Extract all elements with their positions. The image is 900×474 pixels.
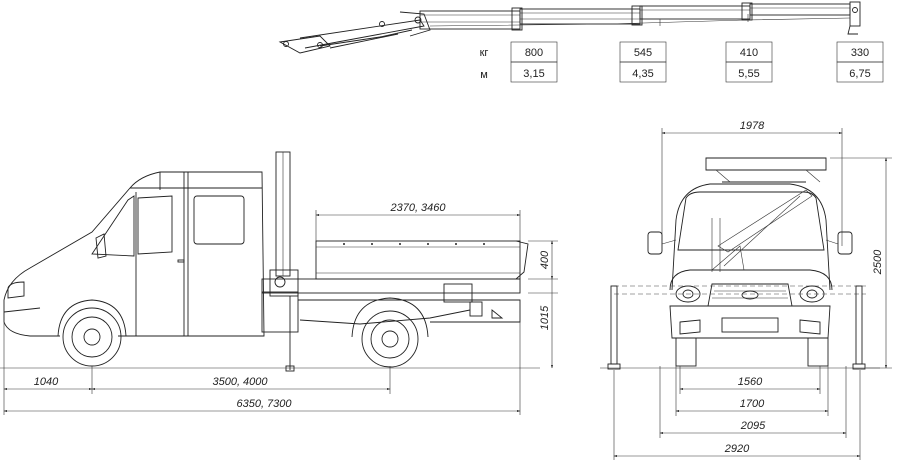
reach-unit-label: м: [480, 69, 488, 81]
table-reach-1: 3,15: [523, 68, 544, 80]
dim-body-length: 2370, 3460: [389, 202, 446, 214]
table-reach-2: 4,35: [632, 68, 653, 80]
table-load-4: 330: [851, 47, 869, 59]
crane-boom-drawing: [278, 1, 861, 54]
truck-front-view: [600, 157, 880, 370]
dim-body-height: 400: [539, 250, 551, 269]
load-chart-table: кг м 800 3,15 545 4,35 410 5,55 330 6,75: [480, 41, 884, 83]
dim-overall-width: 1978: [740, 120, 765, 132]
dim-rear-track: 1700: [740, 398, 765, 410]
dim-outrigger-span: 2920: [724, 443, 750, 455]
dim-front-track: 1560: [738, 376, 763, 388]
dim-front-overhang: 1040: [34, 376, 59, 388]
front-view-dimensions: 1978 2500 1560 1700 2095 2920: [613, 120, 892, 460]
table-reach-4: 6,75: [849, 68, 870, 80]
load-unit-label: кг: [480, 47, 489, 59]
table-reach-3: 5,55: [738, 68, 759, 80]
dim-overall-height: 2500: [872, 249, 884, 275]
table-load-2: 545: [634, 47, 652, 59]
side-view-dimensions: 2370, 3460 400 1015 1040 3500, 4000 6350…: [3, 202, 558, 415]
truck-side-view: [0, 151, 540, 372]
dim-overall-length: 6350, 7300: [236, 398, 292, 410]
dim-platform-height: 1015: [539, 305, 551, 330]
dim-wheelbase: 3500, 4000: [212, 376, 268, 388]
table-load-1: 800: [525, 47, 543, 59]
dim-mirror-width: 2095: [740, 420, 766, 432]
table-load-3: 410: [740, 47, 758, 59]
